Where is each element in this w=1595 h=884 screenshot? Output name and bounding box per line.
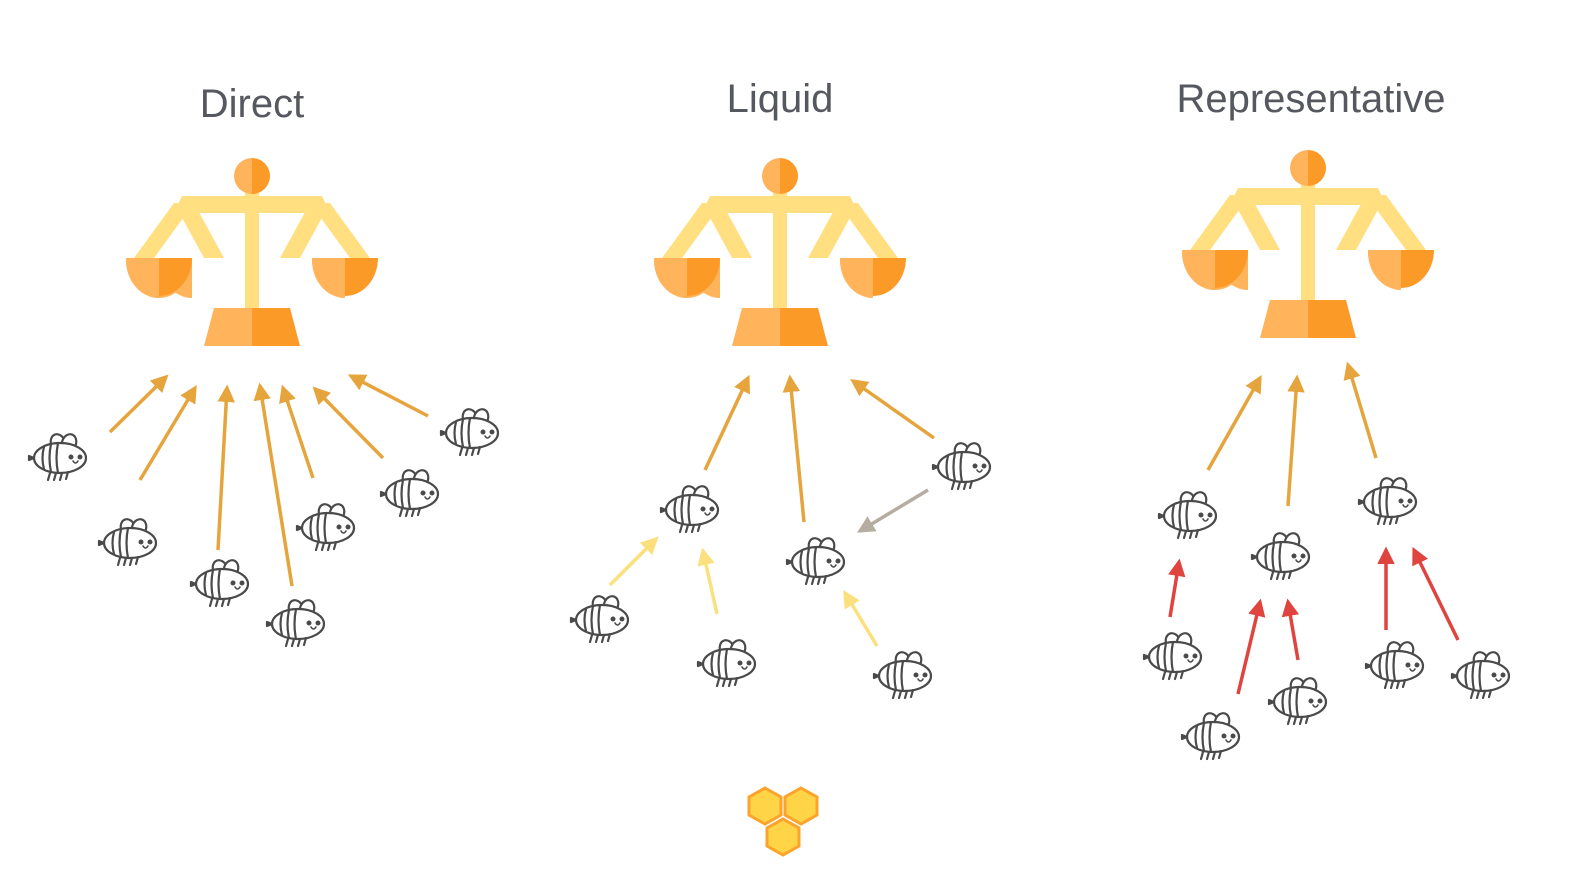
liquid-voters xyxy=(569,440,992,700)
bee-icon xyxy=(295,501,356,552)
bee-icon xyxy=(1157,489,1218,540)
bee-icon xyxy=(785,535,846,586)
direct-vote-arrows xyxy=(108,374,429,587)
vote-arrow xyxy=(703,374,750,471)
vote-arrow xyxy=(253,382,294,587)
vote-arrow xyxy=(1343,361,1378,459)
bee-icon xyxy=(569,593,630,644)
bee-icon xyxy=(1364,639,1425,690)
vote-arrow xyxy=(138,384,197,481)
representative-arrow xyxy=(1236,598,1266,695)
liquid-vote-arrows xyxy=(703,374,936,523)
delegation-arrow xyxy=(843,590,879,647)
bee-icon xyxy=(439,406,500,457)
redelegation-arrow xyxy=(857,488,929,533)
bee-icon xyxy=(1250,530,1311,581)
vote-arrow xyxy=(216,384,235,551)
representative-vote-arrows xyxy=(1206,361,1378,507)
bee-icon xyxy=(1180,710,1241,761)
vote-arrow xyxy=(347,374,429,418)
panel-title-representative: Representative xyxy=(1176,77,1445,121)
bee-icon xyxy=(379,467,440,518)
liquid-delegation-arrows xyxy=(608,536,879,647)
vote-arrow xyxy=(279,384,315,479)
vote-arrow xyxy=(1286,374,1305,507)
scales-of-justice-icon xyxy=(653,158,906,346)
bee-icon xyxy=(1267,675,1328,726)
bee-icon xyxy=(696,637,757,688)
representative-arrow xyxy=(1281,598,1300,661)
representative-arrow xyxy=(1168,558,1186,618)
delegation-arrow xyxy=(697,547,719,615)
bee-icon xyxy=(872,649,933,700)
representative-voters xyxy=(1142,475,1511,761)
scales-of-justice-icon xyxy=(125,158,379,346)
delegation-arrow xyxy=(608,536,659,587)
honeycomb-logo-icon xyxy=(747,786,819,857)
scales-of-justice-icon xyxy=(1181,150,1434,338)
direct-voters xyxy=(27,406,500,648)
vote-arrow xyxy=(1206,374,1262,471)
vote-arrow xyxy=(782,374,806,523)
bee-icon xyxy=(265,597,326,648)
vote-arrow xyxy=(312,386,385,460)
panel-title-liquid: Liquid xyxy=(727,77,834,121)
bee-icon xyxy=(97,516,158,567)
liquid-redelegation-arrows xyxy=(857,488,929,533)
representative-red-arrows xyxy=(1168,546,1460,695)
bee-icon xyxy=(1142,630,1203,681)
bee-icon xyxy=(1450,649,1511,700)
vote-arrow xyxy=(850,378,936,440)
bee-icon xyxy=(931,440,992,491)
panel-title-direct: Direct xyxy=(200,82,304,126)
vote-arrow xyxy=(108,374,169,434)
bee-icon xyxy=(1357,475,1418,526)
bee-icon xyxy=(189,557,250,608)
bee-icon xyxy=(27,431,88,482)
representative-arrow xyxy=(1412,546,1460,641)
bee-icon xyxy=(659,483,720,534)
